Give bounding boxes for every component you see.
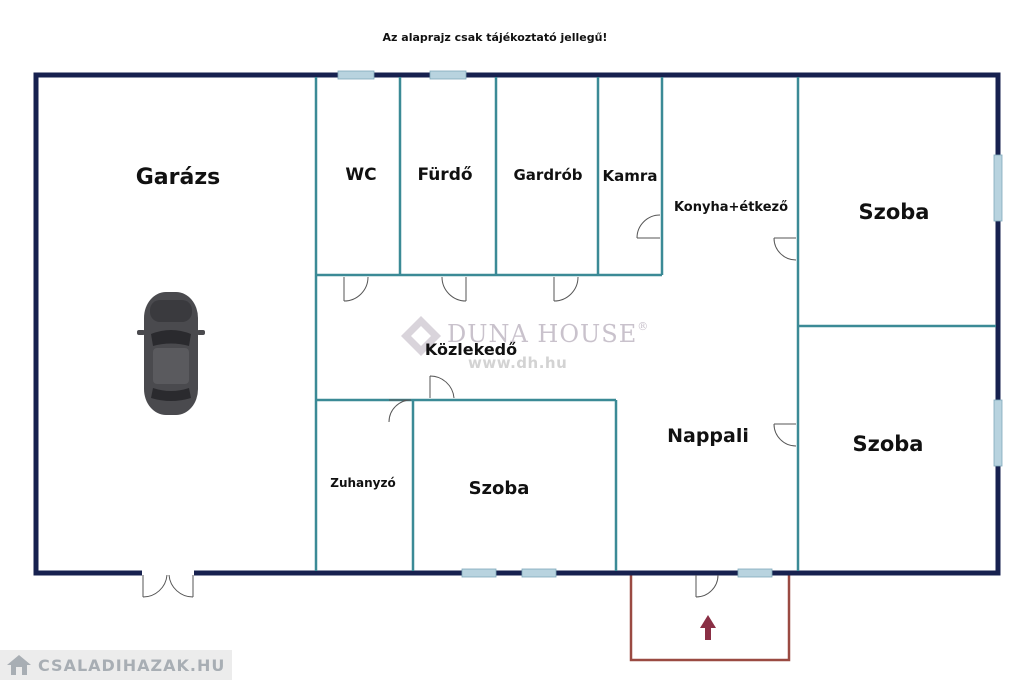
disclaimer-text: Az alaprajz csak tájékoztató jellegű! — [382, 31, 608, 44]
terrace-outline — [629, 574, 791, 662]
door-kitchen — [773, 237, 797, 261]
room-label-shower: Zuhanyzó — [330, 476, 395, 490]
car-top-view-icon — [137, 292, 205, 415]
window-room-center-2 — [521, 568, 557, 578]
window-room-bottom-right — [993, 399, 1003, 467]
window-wc — [337, 70, 375, 80]
door-bathroom — [441, 276, 467, 302]
watermark-url: www.dh.hu — [468, 354, 568, 372]
garage-door-gap — [142, 569, 194, 577]
duna-house-logo-icon — [401, 316, 441, 356]
door-pantry — [636, 214, 661, 239]
window-living-room — [737, 568, 773, 578]
room-label-room-bottom-right: Szoba — [853, 432, 924, 456]
room-label-bathroom: Fürdő — [417, 165, 472, 185]
room-label-garage: Garázs — [136, 165, 221, 190]
door-entrance — [695, 574, 719, 598]
room-label-wc: WC — [345, 165, 376, 185]
inner-walls — [314, 77, 996, 571]
door-garage-left — [142, 574, 168, 598]
window-room-center-1 — [461, 568, 497, 578]
room-label-pantry: Kamra — [603, 167, 658, 185]
room-label-room-center: Szoba — [469, 478, 530, 499]
watermark-registered-mark: ® — [637, 320, 650, 333]
footer-badge: CSALADIHAZAK.HU — [0, 650, 232, 680]
door-living-room — [773, 423, 797, 447]
windows — [337, 70, 1003, 578]
room-label-living-room: Nappali — [667, 425, 749, 447]
entrance-arrow-icon — [700, 615, 716, 640]
door-hallway — [429, 375, 455, 399]
watermark-brand: DUNA HOUSE® — [447, 320, 649, 348]
room-label-wardrobe: Gardrób — [513, 166, 582, 184]
watermark-brand-text: DUNA HOUSE — [447, 320, 638, 348]
room-label-kitchen: Konyha+étkező — [674, 200, 788, 215]
room-label-room-top-right: Szoba — [859, 200, 930, 224]
house-icon — [7, 655, 31, 675]
door-garage-right — [168, 574, 194, 598]
outer-wall — [33, 72, 1001, 576]
door-shower — [388, 399, 412, 423]
footer-site-name: CSALADIHAZAK.HU — [38, 655, 226, 675]
room-label-hallway: Közlekedő — [425, 340, 517, 359]
window-bathroom — [429, 70, 467, 80]
door-wc — [343, 276, 369, 302]
door-wardrobe — [553, 276, 579, 302]
doors — [142, 214, 797, 598]
window-room-top-right — [993, 154, 1003, 222]
